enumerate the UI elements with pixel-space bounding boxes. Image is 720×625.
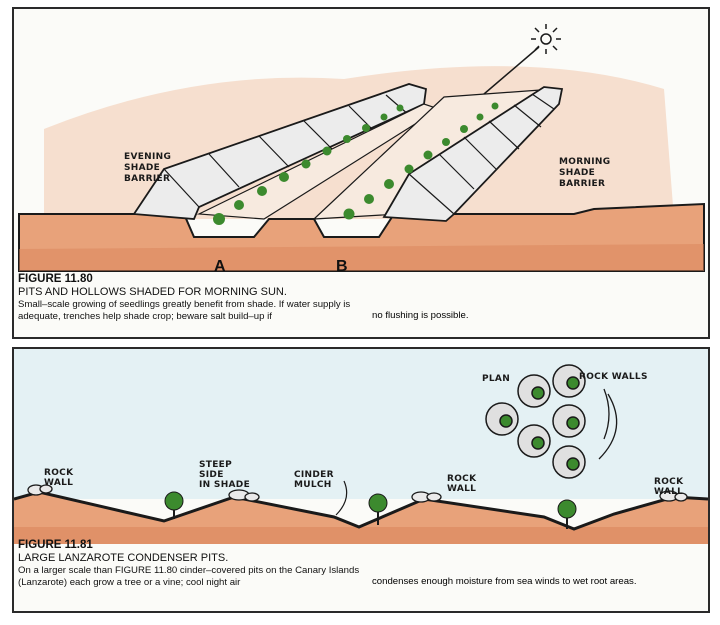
- figure-11-81-panel: PLAN ROCK WALLS ROCK WALL STEEP SIDE IN …: [12, 347, 710, 613]
- figure-number: FIGURE 11.80: [18, 273, 93, 285]
- tree-icon: [368, 493, 388, 525]
- figure-11-80-caption: FIGURE 11.80 PITS AND HOLLOWS SHADED FOR…: [18, 273, 368, 323]
- pit-b-label: B: [336, 258, 348, 275]
- plan-view-pits: [485, 364, 586, 479]
- morning-barrier-label: MORNING SHADE BARRIER: [559, 157, 614, 189]
- rock-wall-mid-label: ROCK WALL: [447, 474, 480, 494]
- condenser-pits-illustration: PLAN ROCK WALLS ROCK WALL STEEP SIDE IN …: [14, 349, 708, 544]
- steep-side-label: STEEP SIDE IN SHADE: [199, 460, 250, 490]
- evening-shade-barrier: [132, 83, 427, 220]
- sun-icon: [483, 24, 561, 95]
- rock-wall-right: [659, 490, 688, 502]
- rock-wall-left-label: ROCK WALL: [44, 468, 77, 488]
- figure-11-80-panel: EVENING SHADE BARRIER MORNING SHADE BARR…: [12, 7, 710, 339]
- seedling-row-a: [213, 104, 404, 225]
- figure-title: PITS AND HOLLOWS SHADED FOR MORNING SUN.: [18, 286, 287, 298]
- tree-icon: [164, 491, 184, 519]
- caption-body-right: no flushing is possible.: [372, 310, 469, 321]
- rock-walls-label: ROCK WALLS: [579, 372, 648, 382]
- caption-body-right: condenses enough moisture from sea winds…: [372, 576, 637, 587]
- figure-title: LARGE LANZAROTE CONDENSER PITS.: [18, 552, 229, 564]
- evening-barrier-label: EVENING SHADE BARRIER: [124, 152, 175, 184]
- rock-wall-mid: [228, 489, 442, 503]
- cinder-mulch-label: CINDER MULCH: [294, 470, 337, 490]
- pit-a-label: A: [214, 258, 226, 275]
- rock-wall-right-label: ROCK WALL: [654, 477, 687, 497]
- caption-body-left: Small–scale growing of seedlings greatly…: [18, 299, 351, 322]
- caption-body-left: On a larger scale than FIGURE 11.80 cind…: [18, 565, 360, 588]
- plan-label: PLAN: [482, 374, 510, 384]
- tree-icon: [557, 499, 577, 529]
- pits-hollows-illustration: EVENING SHADE BARRIER MORNING SHADE BARR…: [18, 24, 705, 275]
- figure-11-81-caption: FIGURE 11.81 LARGE LANZAROTE CONDENSER P…: [18, 539, 368, 589]
- rock-wall-left: [27, 484, 53, 496]
- morning-shade-barrier: [382, 86, 564, 222]
- seedling-row-b: [343, 102, 499, 220]
- figure-number: FIGURE 11.81: [18, 539, 93, 551]
